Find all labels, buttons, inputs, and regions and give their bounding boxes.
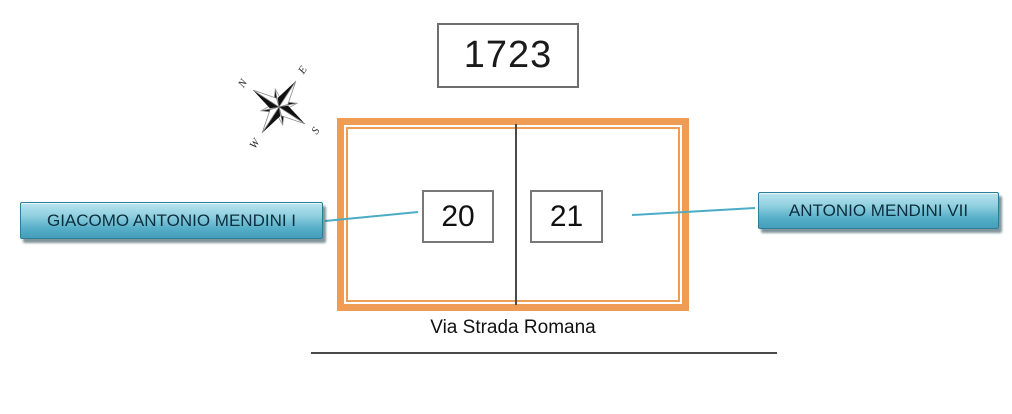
building-outline <box>337 118 689 311</box>
owner-name-right: ANTONIO MENDINI VII <box>788 200 969 220</box>
unit-box-left: 20 <box>422 190 494 243</box>
compass-rose-icon: N E S W <box>235 64 322 151</box>
compass-north-label: N <box>235 77 250 91</box>
compass-south-label: S <box>309 125 322 137</box>
street-baseline <box>311 352 777 354</box>
compass-west-label: W <box>248 136 264 151</box>
owner-name-left: GIACOMO ANTONIO MENDINI I <box>46 210 297 230</box>
unit-number-right: 21 <box>549 199 584 233</box>
unit-divider-line <box>515 124 517 305</box>
compass-east-label: E <box>296 64 310 77</box>
owner-callout-left[interactable]: GIACOMO ANTONIO MENDINI I <box>20 202 323 239</box>
year-text: 1723 <box>463 34 553 76</box>
year-box: 1723 <box>437 23 579 88</box>
street-name: Via Strada Romana <box>430 317 596 338</box>
owner-callout-right[interactable]: ANTONIO MENDINI VII <box>758 192 999 229</box>
building-inner-outline <box>346 127 680 302</box>
unit-number-left: 20 <box>441 199 475 233</box>
unit-box-right: 21 <box>530 190 603 243</box>
